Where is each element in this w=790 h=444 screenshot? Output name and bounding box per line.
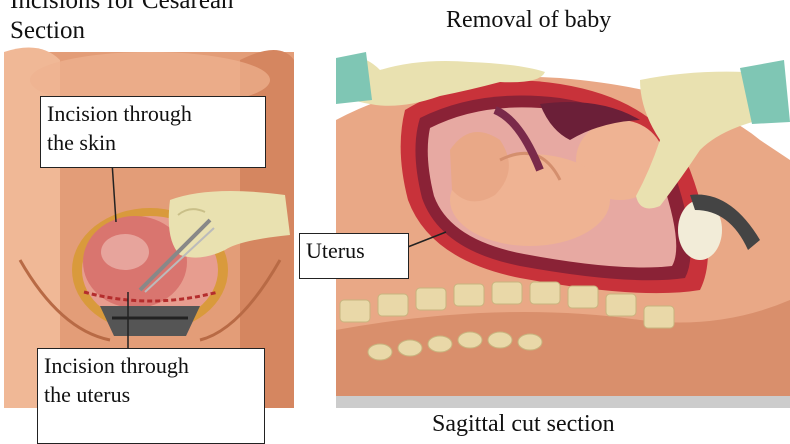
sagittal-section xyxy=(336,40,790,408)
skin-incision-label: Incision through the skin xyxy=(40,96,266,168)
uterus-incision-label-line1: Incision through xyxy=(44,351,258,380)
right-panel-caption: Sagittal cut section xyxy=(432,412,615,436)
right-panel-title: Removal of baby xyxy=(446,8,611,32)
left-panel-title-line2: Section xyxy=(10,18,85,43)
uterus-incision-label-line2: the uterus xyxy=(44,380,258,409)
skin-incision-label-line2: the skin xyxy=(47,128,259,157)
uterus-label: Uterus xyxy=(299,233,409,279)
left-panel-title-line1: Incisions for Cesarean xyxy=(10,0,234,13)
uterus-incision-label: Incision through the uterus xyxy=(37,348,265,444)
skin-incision-label-line1: Incision through xyxy=(47,99,259,128)
